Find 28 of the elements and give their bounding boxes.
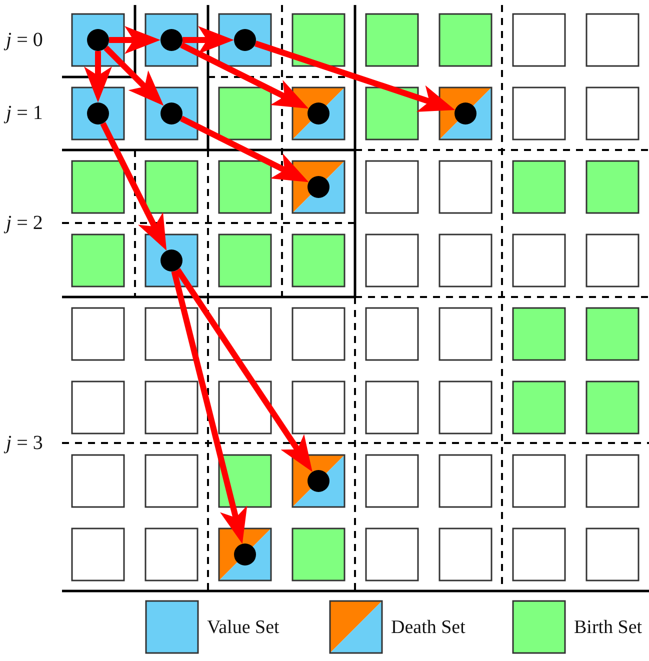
arrow [104,46,164,106]
legend-label: Death Set [391,617,466,639]
dot [454,102,476,124]
arrow [175,268,312,472]
level-label: j = 1 [6,102,43,124]
arrow [171,270,248,544]
dot [234,29,256,51]
dot [160,102,182,124]
legend-label: Birth Set [574,617,642,639]
dot [87,29,109,51]
dot [308,102,330,124]
arrow [100,122,167,251]
dot [160,250,182,272]
dot [308,470,330,492]
legend-label: Value Set [207,617,280,639]
arrow [254,40,456,112]
dot [160,29,182,51]
arrow [180,42,309,109]
arrow [180,116,309,182]
dot [87,102,109,124]
arrow [182,26,234,54]
level-label: j = 2 [6,212,43,234]
dot [234,544,256,566]
arrow [84,51,112,102]
level-label: j = 0 [6,29,43,51]
level-label: j = 3 [6,432,43,454]
dot [308,176,330,198]
arrow [109,26,160,54]
